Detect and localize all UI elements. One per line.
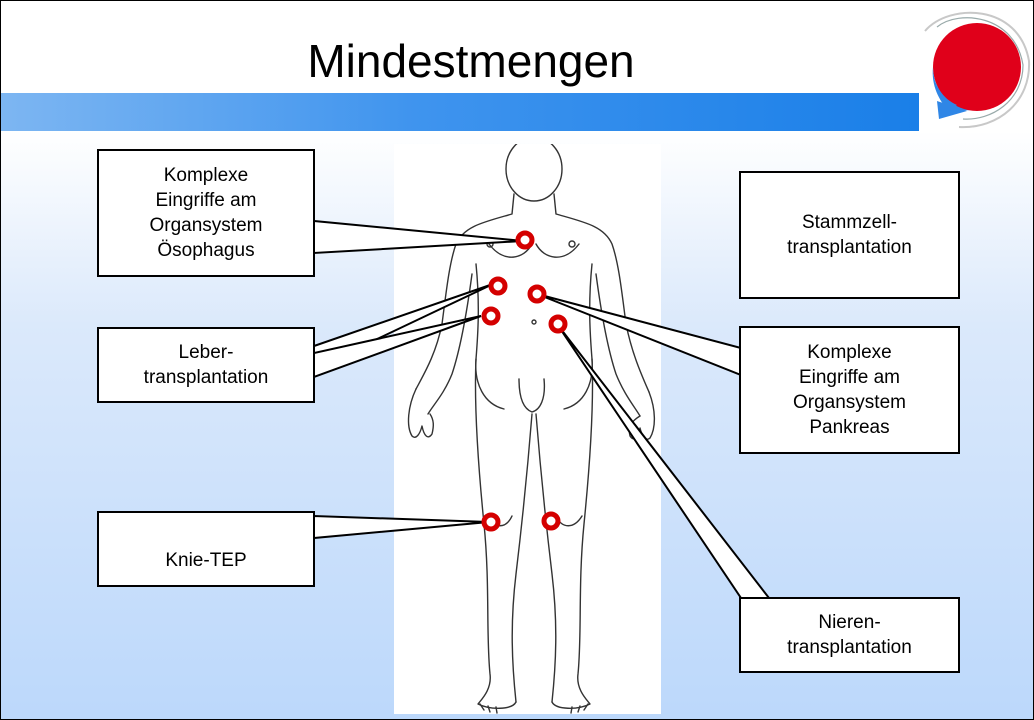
marker-oesophagus [518, 233, 532, 247]
label-box-nieren: Nieren- transplantation [739, 597, 960, 673]
label-box-oesophagus: Komplexe Eingriffe am Organsystem Ösopha… [97, 149, 315, 277]
label-box-knie: Knie-TEP [97, 511, 315, 587]
label-leber: Leber- transplantation [144, 340, 269, 390]
marker-knie-left [484, 515, 498, 529]
callout-pankreas [537, 294, 741, 375]
label-pankreas: Komplexe Eingriffe am Organsystem Pankre… [793, 340, 906, 440]
callout-oesophagus [314, 221, 523, 253]
marker-liver-2 [484, 309, 498, 323]
label-nieren: Nieren- transplantation [787, 610, 912, 660]
marker-leber [491, 279, 505, 293]
label-box-stammzell: Stammzell- transplantation [739, 171, 960, 299]
label-box-leber: Leber- transplantation [97, 327, 315, 403]
marker-knie-right [544, 514, 558, 528]
label-oesophagus: Komplexe Eingriffe am Organsystem Ösopha… [150, 163, 263, 263]
marker-pankreas [530, 287, 544, 301]
label-knie: Knie-TEP [165, 548, 246, 573]
marker-nieren [551, 317, 565, 331]
label-stammzell: Stammzell- transplantation [787, 210, 912, 260]
callout-knie [314, 516, 489, 538]
label-box-pankreas: Komplexe Eingriffe am Organsystem Pankre… [739, 326, 960, 454]
